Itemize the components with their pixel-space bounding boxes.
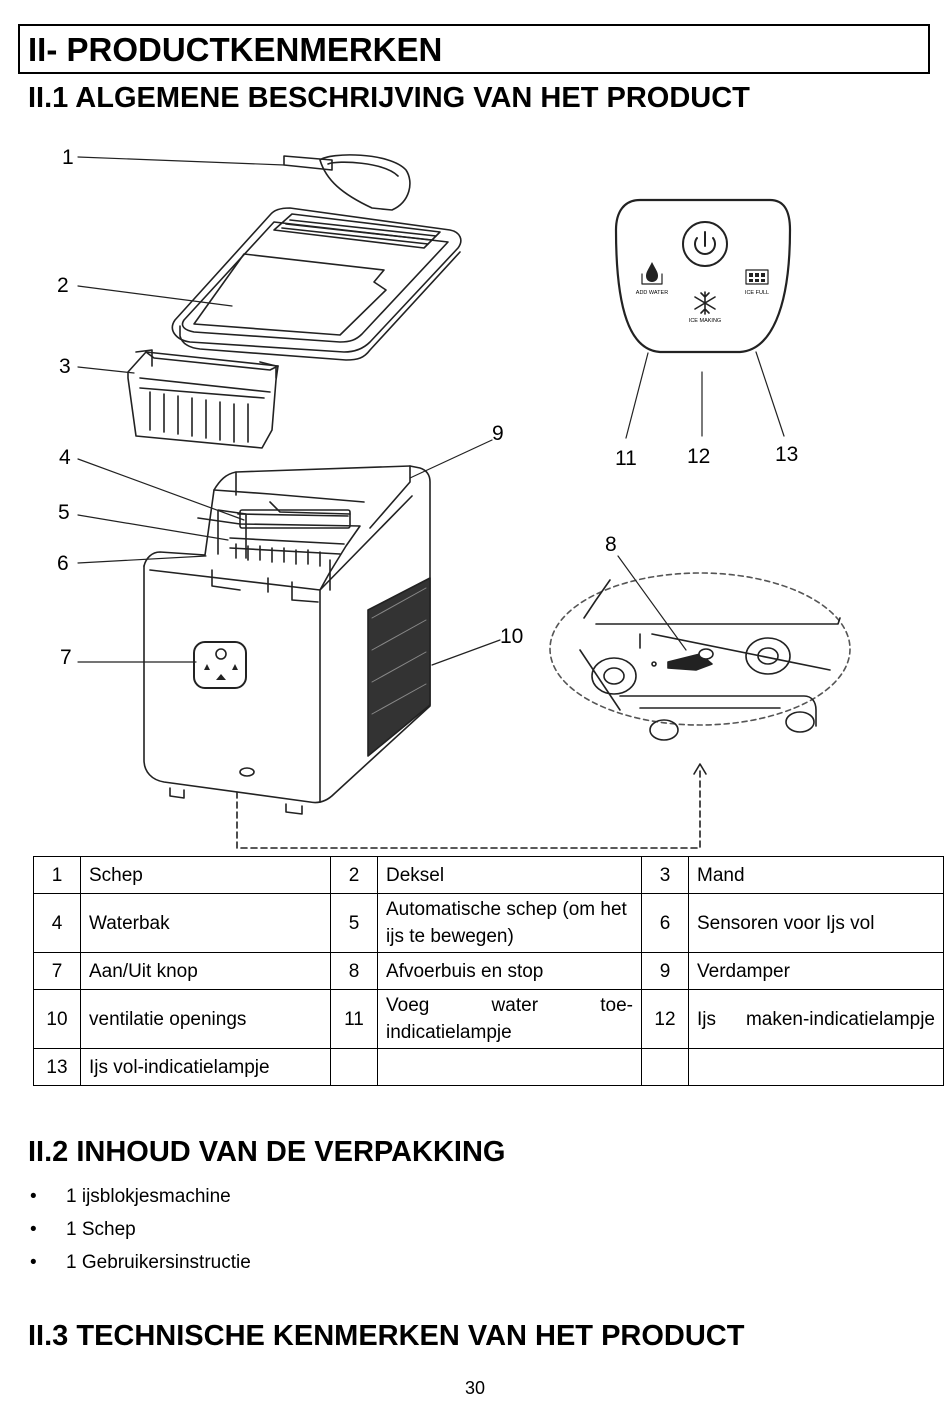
part-number: 2: [330, 856, 378, 894]
callout-10: 10: [500, 625, 523, 648]
basket-drawing: [127, 349, 279, 449]
part-name: Sensoren voor Ijs vol: [688, 893, 944, 953]
package-contents-list: • 1 ijsblokjesmachine • 1 Schep • 1 Gebruik…: [30, 1180, 251, 1279]
lid-drawing: [171, 207, 462, 361]
callout-8: 8: [605, 533, 617, 556]
product-diagram: ADD WATER ICE FULL ICE MAKING: [57, 146, 851, 849]
part-number: [641, 1048, 689, 1086]
callout-5: 5: [58, 501, 70, 524]
leader-lines: [77, 156, 785, 666]
table-row: 7 Aan/Uit knop 8 Afvoerbuis en stop 9 Ve…: [33, 952, 944, 990]
bullet-icon: •: [30, 1186, 37, 1207]
power-icon: [682, 221, 728, 267]
part-number: 4: [33, 893, 81, 953]
part-number: 3: [641, 856, 689, 894]
parts-table: 1 Schep 2 Deksel 3 Mand 4 Waterbak 5 Aut…: [33, 856, 944, 1086]
machine-body-drawing: [143, 465, 431, 815]
list-item-text: 1 Gebruikersinstructie: [66, 1252, 251, 1273]
page-number: 30: [464, 1378, 486, 1398]
part-name: ventilatie openings: [80, 989, 331, 1049]
callout-13: 13: [775, 443, 798, 466]
ice-full-label: ICE FULL: [745, 290, 769, 296]
section-title: II- PRODUCTKENMERKEN: [18, 24, 930, 74]
part-name: Voeg water toe-indicatielampje: [377, 989, 642, 1049]
callout-4: 4: [59, 446, 71, 469]
part-number: 5: [330, 893, 378, 953]
part-number: 1: [33, 856, 81, 894]
part-number: [330, 1048, 378, 1086]
part-number: 12: [641, 989, 689, 1049]
control-panel-closeup: ADD WATER ICE FULL ICE MAKING: [614, 198, 792, 354]
part-number: 11: [330, 989, 378, 1049]
vent-grille: [367, 577, 431, 757]
drain-closeup: [549, 572, 851, 741]
part-name: Automatische schep (om het ijs te bewege…: [377, 893, 642, 953]
part-name: [688, 1048, 944, 1086]
list-item-text: 1 ijsblokjesmachine: [66, 1186, 231, 1207]
subsection-title-technical-specs: II.3 TECHNISCHE KENMERKEN VAN HET PRODUC…: [28, 1320, 745, 1352]
part-number: 8: [330, 952, 378, 990]
part-number: 13: [33, 1048, 81, 1086]
part-number: 10: [33, 989, 81, 1049]
add-water-label: ADD WATER: [636, 290, 668, 296]
part-number: 9: [641, 952, 689, 990]
part-name: Verdamper: [688, 952, 944, 990]
list-item: • 1 Schep: [30, 1213, 251, 1246]
table-row: 13 Ijs vol-indicatielampje: [33, 1048, 944, 1086]
table-row: 4 Waterbak 5 Automatische schep (om het …: [33, 893, 944, 953]
bullet-icon: •: [30, 1252, 37, 1273]
ice-full-icon: [745, 269, 769, 285]
list-item: • 1 Gebruikersinstructie: [30, 1246, 251, 1279]
callout-12: 12: [687, 445, 710, 468]
callout-9: 9: [492, 422, 504, 445]
table-row: 1 Schep 2 Deksel 3 Mand: [33, 856, 944, 894]
callout-numbers: 1 2 3 4 5 6 7 8 9 10 11 12 13: [57, 146, 798, 669]
part-number: 6: [641, 893, 689, 953]
snowflake-icon: [694, 291, 716, 315]
callout-6: 6: [57, 552, 69, 575]
subsection-title-package-contents: II.2 INHOUD VAN DE VERPAKKING: [28, 1136, 506, 1168]
drain-indicator-dashed-line: [236, 763, 707, 849]
list-item-text: 1 Schep: [66, 1219, 136, 1240]
part-name: Afvoerbuis en stop: [377, 952, 642, 990]
scoop-drawing: [283, 154, 411, 211]
callout-7: 7: [60, 646, 72, 669]
bullet-icon: •: [30, 1219, 37, 1240]
part-number: 7: [33, 952, 81, 990]
subsection-title-general-description: II.1 ALGEMENE BESCHRIJVING VAN HET PRODU…: [28, 82, 750, 114]
list-item: • 1 ijsblokjesmachine: [30, 1180, 251, 1213]
machine-control-panel: [193, 641, 247, 689]
part-name: Aan/Uit knop: [80, 952, 331, 990]
water-drop-icon: [641, 262, 663, 285]
callout-1: 1: [62, 146, 74, 169]
callout-2: 2: [57, 274, 69, 297]
part-name: Waterbak: [80, 893, 331, 953]
part-name: [377, 1048, 642, 1086]
part-name: Ijs maken-indicatielampje: [688, 989, 944, 1049]
callout-3: 3: [59, 355, 71, 378]
part-name: Mand: [688, 856, 944, 894]
ice-making-label: ICE MAKING: [689, 318, 721, 324]
part-name: Schep: [80, 856, 331, 894]
part-name: Ijs vol-indicatielampje: [80, 1048, 331, 1086]
callout-11: 11: [615, 447, 637, 470]
table-row: 10 ventilatie openings 11 Voeg water toe…: [33, 989, 944, 1049]
part-name: Deksel: [377, 856, 642, 894]
